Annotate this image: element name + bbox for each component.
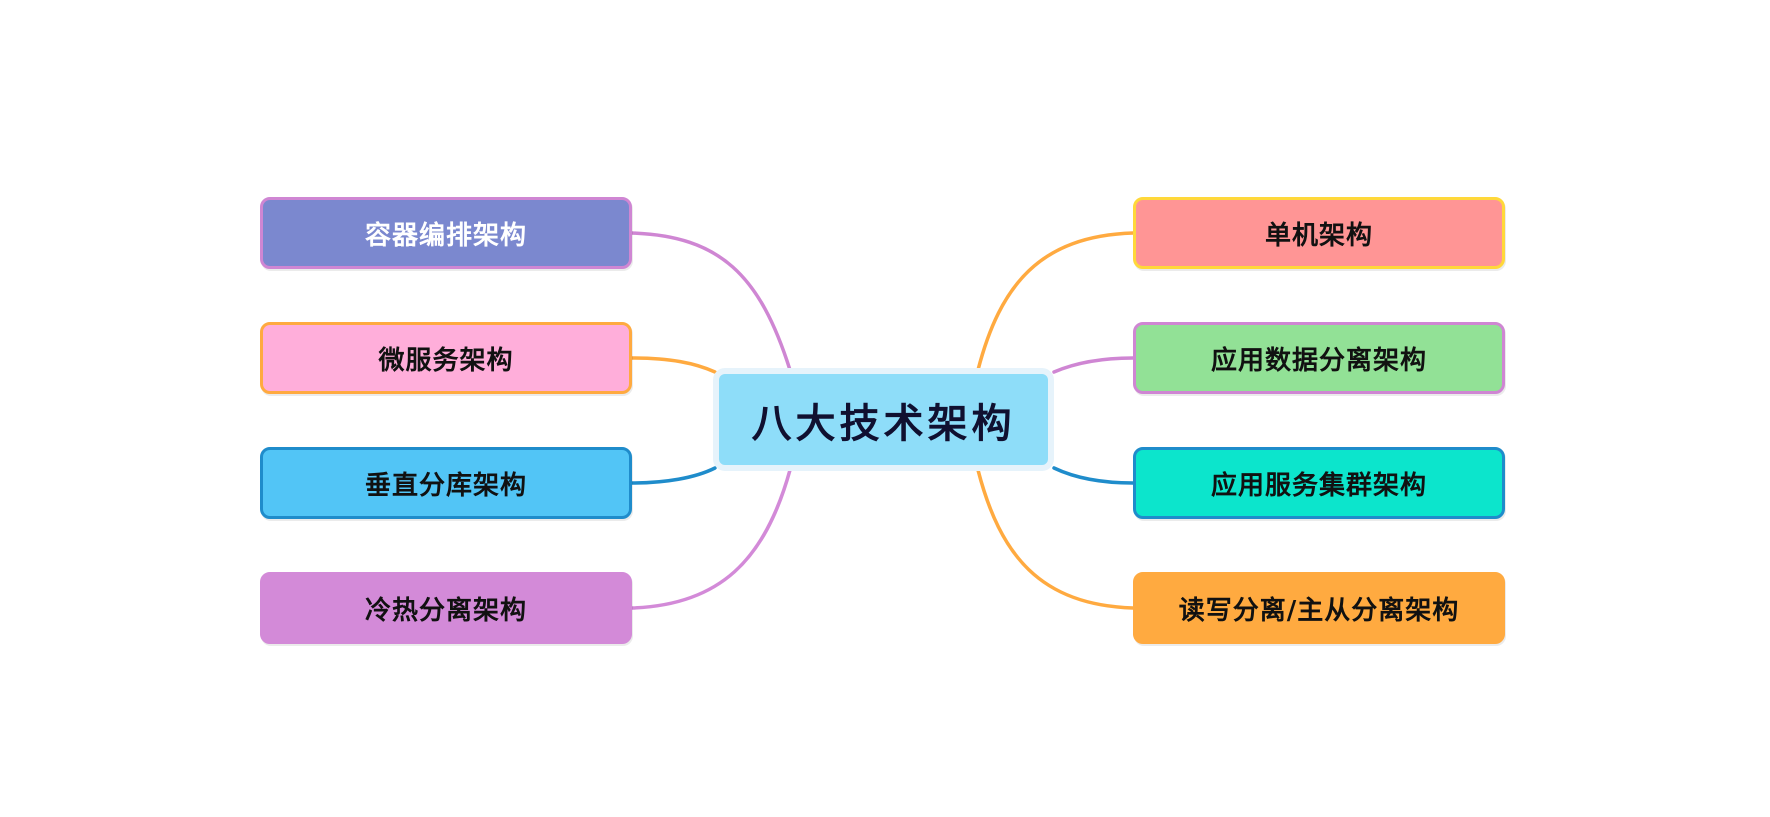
branch-container-orchestration[interactable]: 容器编排架构 (260, 197, 632, 269)
branch-vertical-sharding[interactable]: 垂直分库架构 (260, 447, 632, 519)
central-topic[interactable]: 八大技术架构 (713, 368, 1054, 471)
branch-label: 容器编排架构 (364, 220, 527, 251)
connector-left-4 (630, 468, 792, 610)
connector-left-3 (630, 466, 717, 485)
central-topic-label: 八大技术架构 (751, 400, 1016, 447)
connector-right-2 (1052, 356, 1135, 374)
connector-left-2 (630, 356, 717, 374)
branch-label: 微服务架构 (378, 345, 514, 376)
branch-app-data-separation[interactable]: 应用数据分离架构 (1133, 322, 1505, 394)
branch-microservices[interactable]: 微服务架构 (260, 322, 632, 394)
branch-label: 冷热分离架构 (364, 595, 527, 626)
branch-read-write-separation[interactable]: 读写分离/主从分离架构 (1133, 572, 1505, 644)
connector-right-1 (976, 231, 1135, 372)
branch-label: 单机架构 (1264, 220, 1373, 251)
branch-label: 垂直分库架构 (364, 470, 527, 501)
branch-label: 应用服务集群架构 (1210, 470, 1427, 501)
connector-right-4 (976, 468, 1135, 610)
branch-app-service-cluster[interactable]: 应用服务集群架构 (1133, 447, 1505, 519)
branch-label: 读写分离/主从分离架构 (1178, 595, 1460, 626)
connector-left-1 (630, 231, 792, 372)
branch-hot-cold-separation[interactable]: 冷热分离架构 (260, 572, 632, 644)
connector-right-3 (1052, 466, 1135, 485)
branch-standalone[interactable]: 单机架构 (1133, 197, 1505, 269)
branch-label: 应用数据分离架构 (1210, 345, 1427, 376)
